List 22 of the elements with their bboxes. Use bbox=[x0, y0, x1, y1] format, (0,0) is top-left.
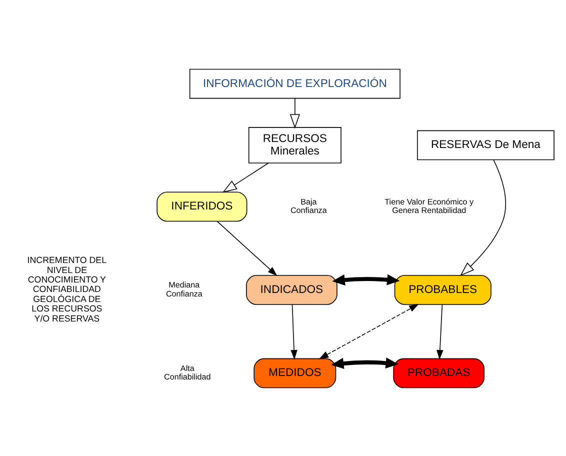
node-box: PROBABLES bbox=[394, 274, 492, 304]
node-box: RECURSOS Minerales bbox=[248, 126, 342, 163]
arrow bbox=[460, 159, 506, 276]
node-box: INDICADOS bbox=[246, 274, 338, 304]
arrow bbox=[290, 98, 300, 128]
arrow bbox=[222, 162, 269, 192]
arrow bbox=[216, 220, 278, 276]
arrow bbox=[290, 304, 298, 360]
node-box: RESERVAS De Mena bbox=[417, 130, 554, 160]
arrow bbox=[332, 274, 400, 285]
node-box: INFERIDOS bbox=[156, 191, 248, 222]
label: INCREMENTO DEL NIVEL DE CONOCIMIENTO Y CONFIABILIDAD GEOLÓGICA DE LOS RECURSOS Y/O RESERVAS bbox=[27, 254, 107, 323]
arrow bbox=[318, 304, 419, 359]
node-box: PROBADAS bbox=[393, 358, 484, 388]
arrow bbox=[330, 356, 398, 368]
label: Mediana Confianza bbox=[166, 280, 202, 298]
label: Alta Confiabilidad bbox=[164, 363, 211, 382]
node-box: INFORMACIÓN DE EXPLORACIÓN bbox=[189, 68, 400, 98]
label: Tiene Valor Económico y Genera Rentabilidad bbox=[384, 196, 474, 215]
node-box: MEDIDOS bbox=[254, 358, 336, 388]
label: Baja Confianza bbox=[290, 196, 327, 215]
arrow bbox=[436, 304, 444, 360]
